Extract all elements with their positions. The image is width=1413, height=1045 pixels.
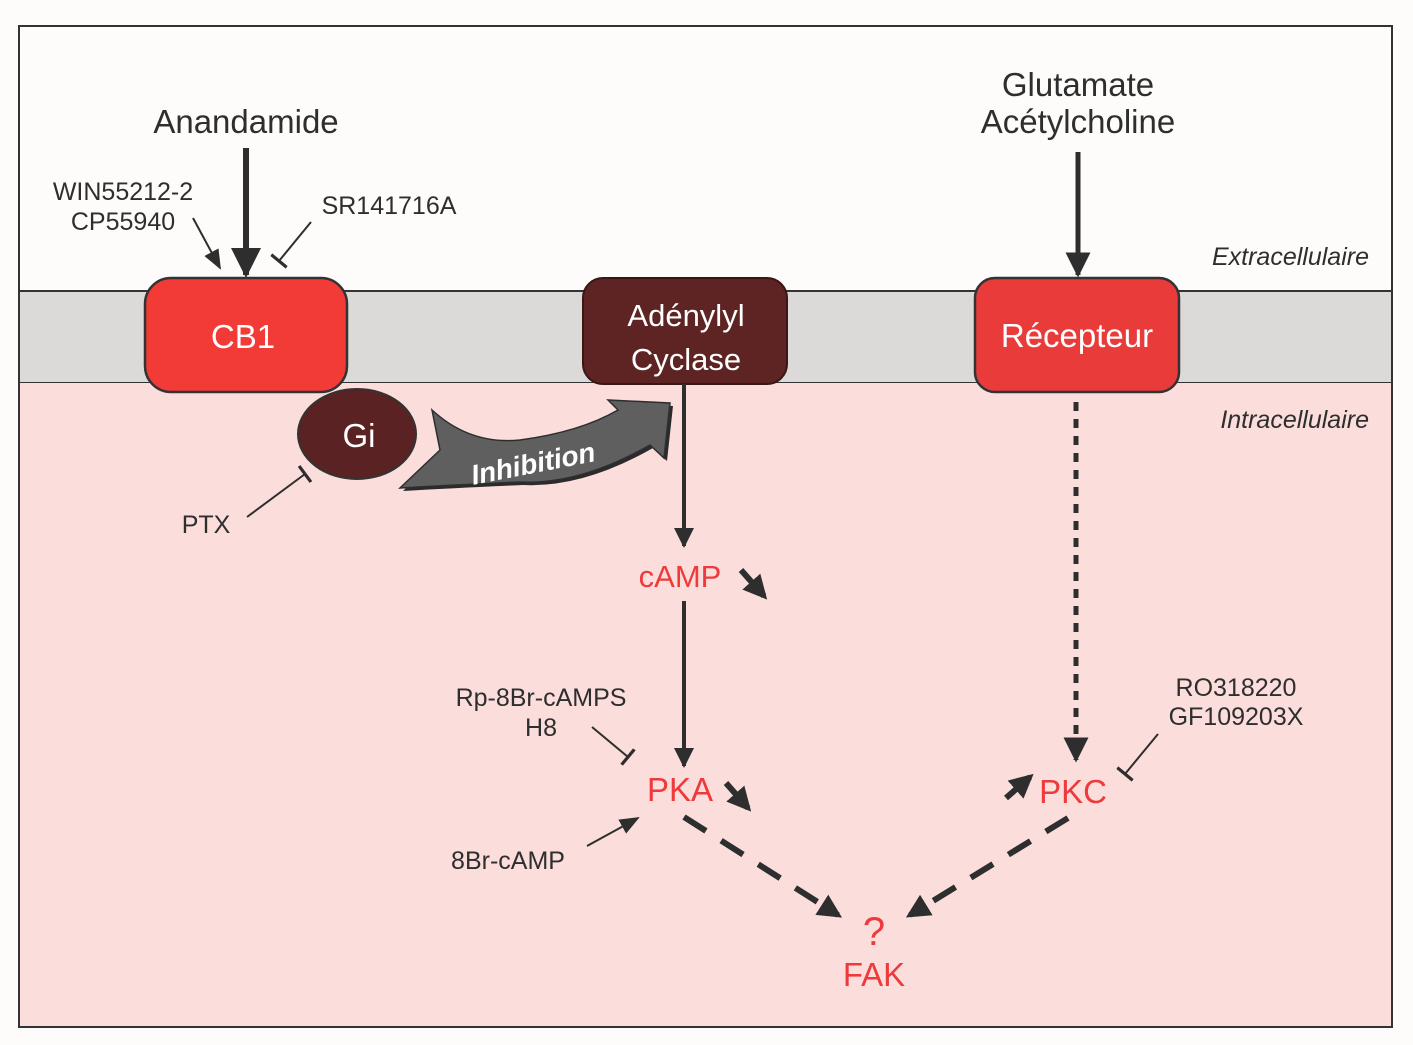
camp-label: cAMP <box>639 559 722 594</box>
agonist-win55212-label: WIN55212-2 <box>53 178 193 206</box>
pka-label: PKA <box>647 771 713 808</box>
adenylyl-cyclase-label-line1: Adénylyl <box>627 298 744 333</box>
pka-activator-to-pka-arrow <box>586 817 640 847</box>
adenylyl-cyclase-label-line2: Cyclase <box>631 342 741 377</box>
pkc-label: PKC <box>1039 773 1107 810</box>
diagram-frame <box>18 25 1393 1028</box>
ptx-to-gi-inhibition <box>246 465 313 518</box>
intracellular-region <box>19 383 1392 1027</box>
gi-label: Gi <box>343 417 376 454</box>
pka-decrease-indicator <box>723 781 752 812</box>
pka-activator-8brcamp-label: 8Br-cAMP <box>451 847 565 875</box>
receptor <box>973 276 1181 394</box>
receptor-label: Récepteur <box>1001 317 1153 354</box>
acetylcholine-label: Acétylcholine <box>981 103 1175 140</box>
pkc-inhibitor-gf109203x-label: GF109203X <box>1169 703 1304 731</box>
cb1-receptor <box>143 276 349 394</box>
inhibition-arrow <box>397 399 671 489</box>
pka-inhibitors-to-pka-inhibition <box>591 726 636 766</box>
pkc-inhibitors-to-pkc-inhibition <box>1116 733 1159 782</box>
camp-decrease-indicator <box>738 568 768 600</box>
antagonist-sr141716a-label: SR141716A <box>322 192 457 220</box>
ptx-label: PTX <box>182 511 231 539</box>
extracellular-region <box>19 26 1392 291</box>
fak-question-mark: ? <box>863 910 885 954</box>
pkc-inhibitor-ro318220-label: RO318220 <box>1176 674 1297 702</box>
anandamide-label: Anandamide <box>153 103 338 140</box>
agonist-cp55940-label: CP55940 <box>71 208 175 236</box>
glutamate-label: Glutamate <box>1002 66 1154 103</box>
cb1-label: CB1 <box>211 318 275 355</box>
pka-inhibitor-rp8br-label: Rp-8Br-cAMPS <box>456 684 627 712</box>
fak-label: FAK <box>843 956 905 993</box>
pkc-increase-indicator <box>1004 773 1034 801</box>
intracellular-label: Intracellulaire <box>1220 406 1369 434</box>
gi-protein <box>297 388 417 480</box>
pka-to-fak-dashed-arrow <box>682 814 843 918</box>
antagonist-to-cb1-inhibition <box>270 221 312 269</box>
pkc-to-fak-dashed-arrow <box>905 815 1070 918</box>
agonist-to-cb1-arrow <box>192 217 221 270</box>
extracellular-label: Extracellulaire <box>1212 243 1369 271</box>
pka-inhibitor-h8-label: H8 <box>525 714 557 742</box>
